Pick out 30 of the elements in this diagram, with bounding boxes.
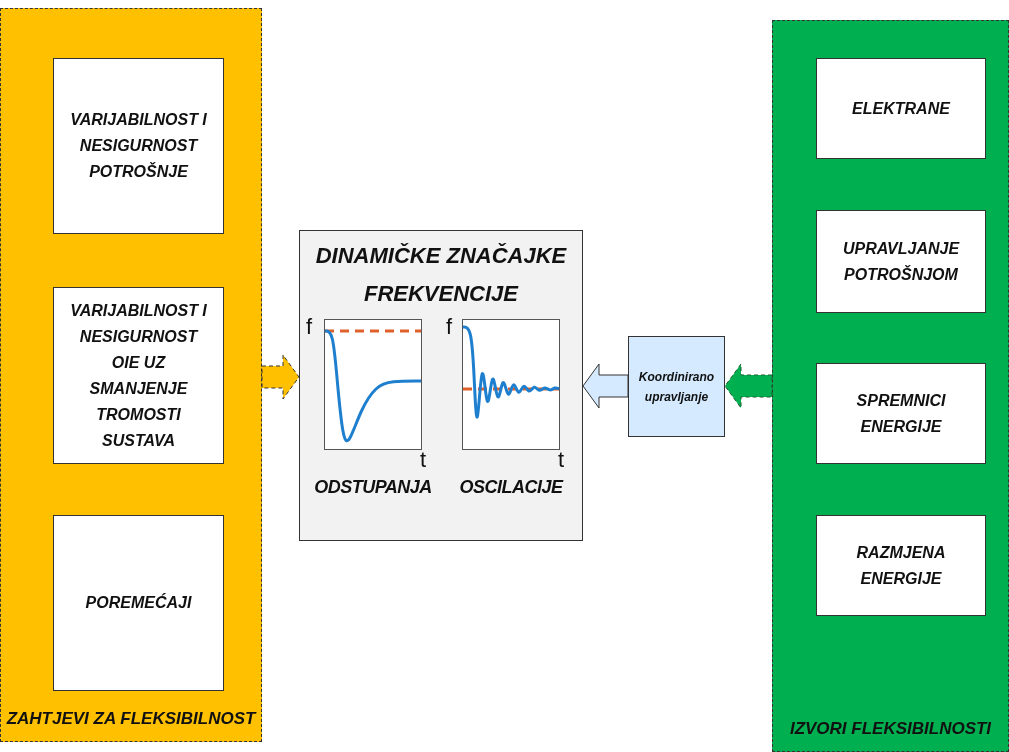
text-box bbox=[53, 287, 224, 464]
box-label: RAZMJENA ENERGIJE bbox=[855, 542, 947, 589]
group-panel bbox=[0, 8, 262, 742]
text-box bbox=[816, 515, 986, 616]
box-label: UPRAVLJANJE POTROŠNJOM bbox=[841, 238, 961, 285]
text-box bbox=[816, 210, 986, 313]
axis-label: t bbox=[558, 447, 565, 473]
text-box bbox=[816, 363, 986, 464]
panel bbox=[299, 230, 583, 541]
block-arrow bbox=[724, 363, 773, 409]
plot-caption: OSCILACIJE bbox=[458, 477, 565, 498]
block-arrow bbox=[261, 354, 300, 400]
plot-caption: ODSTUPANJA bbox=[313, 477, 433, 498]
box-label: SPREMNICI ENERGIJE bbox=[855, 390, 947, 437]
box-label: ELEKTRANE bbox=[852, 98, 950, 119]
group-panel bbox=[772, 20, 1009, 752]
axis-label: f bbox=[446, 314, 453, 340]
panel-title: ZAHTJEVI ZA FLEKSIBILNOST bbox=[5, 709, 258, 729]
text-box bbox=[53, 515, 224, 691]
text-box bbox=[628, 336, 725, 437]
axis-label: f bbox=[306, 314, 313, 340]
axis-label: t bbox=[420, 447, 427, 473]
block-arrow bbox=[582, 363, 629, 409]
box-label: VARIJABILNOST I NESIGURNOST POTROŠNJE bbox=[69, 110, 208, 182]
box-label: VARIJABILNOST I NESIGURNOST OIE UZ SMANJENJE TROMOSTI SUSTAVA bbox=[69, 300, 208, 451]
panel-title: IZVORI FLEKSIBILNOSTI bbox=[788, 719, 993, 739]
text-box bbox=[53, 58, 224, 234]
text-box bbox=[816, 58, 986, 159]
box-label: POREMEĆAJI bbox=[85, 592, 192, 613]
box-label: Koordinirano upravljanje bbox=[637, 368, 716, 406]
